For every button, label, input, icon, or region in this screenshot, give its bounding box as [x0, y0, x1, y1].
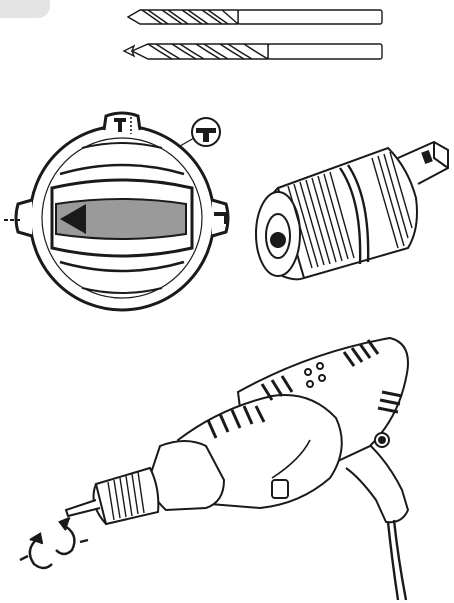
- chisel-mode-icon: [214, 212, 228, 224]
- keyless-chuck-icon: [248, 128, 454, 288]
- drill-bits-illustration: [118, 4, 388, 74]
- mode-selector-illustration: [0, 108, 250, 328]
- wood-drill-bit-icon: [122, 43, 383, 60]
- masonry-drill-bit-icon: [126, 9, 383, 25]
- drill-mode-icon: [114, 117, 132, 134]
- hammer-drill-mode-icon: [191, 117, 221, 147]
- rotation-direction-icon: [19, 516, 89, 570]
- page-corner-tab: [0, 0, 50, 18]
- rotary-hammer-drill-icon: [10, 328, 440, 603]
- selector-arrow-icon: [60, 204, 86, 234]
